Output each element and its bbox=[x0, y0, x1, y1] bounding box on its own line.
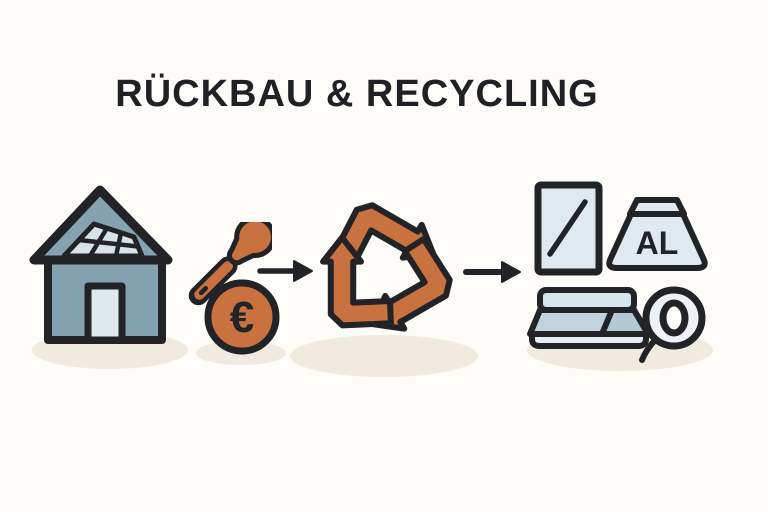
recycling-arrows-icon bbox=[320, 202, 453, 332]
house-with-solar-panels-icon bbox=[29, 185, 173, 344]
wrench-icon bbox=[188, 222, 272, 306]
solar-panel-icon bbox=[61, 221, 145, 259]
cable-coil-icon bbox=[639, 286, 706, 363]
euro-symbol: € bbox=[230, 293, 254, 342]
page-title: RÜCKBAU & RECYCLING bbox=[115, 73, 599, 115]
aluminum-ingot-icon: AL bbox=[606, 197, 708, 271]
recycle-shadow bbox=[290, 335, 478, 377]
aluminum-label: AL bbox=[636, 225, 679, 261]
door-icon bbox=[84, 282, 126, 344]
glass-pane-icon bbox=[534, 181, 603, 276]
euro-coin-icon: € bbox=[204, 279, 280, 355]
flow-arrow-icon bbox=[463, 261, 521, 283]
flow-arrow-icon bbox=[257, 260, 313, 282]
